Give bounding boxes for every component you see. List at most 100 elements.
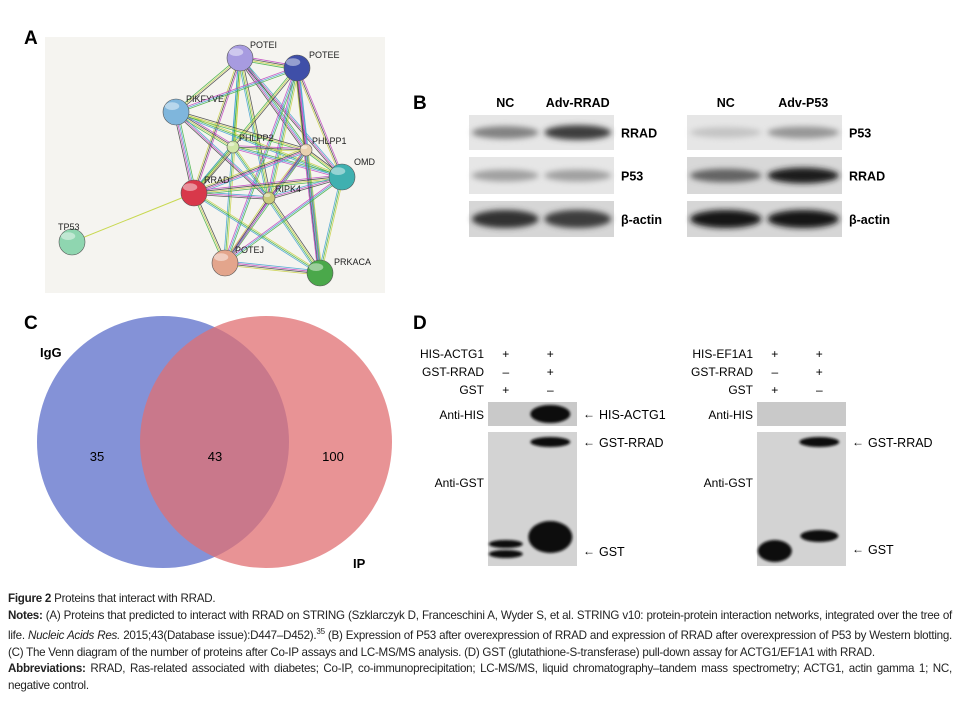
caption-title: Figure 2 Proteins that interact with RRA… bbox=[8, 591, 952, 608]
network-edge bbox=[176, 58, 242, 114]
blot-band bbox=[767, 126, 839, 139]
blot-band bbox=[544, 210, 612, 228]
network-edge bbox=[295, 68, 306, 151]
network-edge bbox=[239, 57, 343, 178]
network-edge bbox=[193, 193, 320, 275]
blot-band bbox=[767, 210, 839, 228]
network-node-label: RRAD bbox=[204, 175, 230, 185]
network-edge bbox=[173, 112, 193, 194]
network-edge bbox=[306, 149, 322, 273]
network-edge bbox=[231, 147, 269, 200]
venn-label-igg: IgG bbox=[40, 345, 62, 360]
pulldown-right: HIS-EF1A1++GST-RRAD–+GST+–Anti-HISAnti-G… bbox=[691, 347, 933, 566]
network-edge bbox=[239, 58, 306, 151]
venn-count-igg-only: 35 bbox=[90, 449, 104, 464]
network-node-pikfyve bbox=[162, 98, 190, 126]
network-edge bbox=[225, 260, 321, 272]
node-highlight bbox=[300, 145, 308, 150]
caption-abbreviations: Abbreviations: RRAD, Ras-related associa… bbox=[8, 661, 952, 694]
caption-notes: Notes: (A) Proteins that predicted to in… bbox=[8, 608, 952, 662]
network-edge bbox=[319, 176, 343, 274]
pulldown-band bbox=[530, 405, 571, 423]
network-edge bbox=[193, 192, 321, 274]
network-node-prkaca bbox=[306, 259, 334, 287]
node-highlight bbox=[228, 48, 244, 57]
network-edge bbox=[176, 110, 271, 198]
network-edge bbox=[304, 150, 320, 274]
node-highlight bbox=[330, 167, 346, 176]
band-arrow: ← bbox=[852, 435, 864, 449]
network-edge bbox=[225, 177, 344, 265]
network-edge bbox=[296, 67, 343, 178]
anti-his-blot bbox=[757, 402, 846, 426]
condition-label: GST-RRAD bbox=[691, 365, 753, 379]
network-edge bbox=[307, 149, 323, 273]
network-edge bbox=[224, 149, 307, 264]
network-node-label: POTEI bbox=[250, 40, 277, 50]
network-edge bbox=[225, 58, 242, 264]
network-node-omd bbox=[328, 163, 356, 191]
pulldown-band bbox=[530, 437, 571, 447]
network-edge bbox=[267, 67, 297, 198]
blot-row-label: RRAD bbox=[849, 170, 885, 184]
network-edge bbox=[175, 111, 343, 178]
blot-band bbox=[471, 126, 539, 139]
network-edge bbox=[295, 68, 320, 274]
network-edge bbox=[194, 151, 307, 196]
pulldown-left: HIS-ACTG1++GST-RRAD–+GST+–Anti-HISAnti-G… bbox=[420, 347, 666, 566]
network-edge bbox=[241, 57, 272, 198]
venn-count-overlap: 43 bbox=[208, 449, 222, 464]
network-edge bbox=[297, 67, 344, 177]
network-edge bbox=[175, 111, 270, 199]
blot-row-label: P53 bbox=[849, 127, 871, 141]
condition-value: – bbox=[816, 383, 823, 397]
blot-band bbox=[544, 169, 612, 182]
network-edge bbox=[175, 66, 297, 112]
condition-value: + bbox=[816, 365, 823, 379]
network-edge bbox=[174, 112, 194, 194]
network-node-label: TP53 bbox=[58, 222, 80, 232]
network-edge bbox=[240, 57, 307, 150]
venn-circle-ip bbox=[140, 316, 392, 568]
panel-label-b: B bbox=[413, 93, 427, 114]
network-edge bbox=[297, 67, 322, 273]
blot-row-label: P53 bbox=[621, 170, 643, 184]
band-label: GST-RRAD bbox=[868, 436, 933, 450]
network-edge bbox=[176, 110, 307, 150]
network-node-rrad bbox=[180, 179, 208, 207]
network-edge bbox=[233, 145, 343, 177]
reference-number: 35 bbox=[316, 627, 325, 637]
blot-band bbox=[471, 210, 539, 228]
notes-label: Notes: bbox=[8, 608, 43, 622]
lane-label: NC bbox=[717, 96, 735, 110]
abbreviations-label: Abbreviations: bbox=[8, 662, 86, 676]
panel-label-d: D bbox=[413, 313, 427, 334]
condition-label: HIS-EF1A1 bbox=[692, 347, 753, 361]
band-arrow: ← bbox=[583, 435, 595, 449]
notes-text-3: (B) Expression of P53 after overexpressi… bbox=[8, 629, 953, 659]
network-edge bbox=[232, 146, 270, 199]
venn-diagram: IgG IP 35 43 100 bbox=[37, 316, 392, 571]
network-edge bbox=[194, 177, 343, 195]
network-edge bbox=[298, 67, 309, 150]
blot-row-label: β-actin bbox=[621, 213, 662, 227]
network-node-label: PHLPP1 bbox=[312, 136, 347, 146]
panel-label-a: A bbox=[24, 28, 38, 49]
antibody-label: Anti-GST bbox=[704, 476, 754, 490]
network-edge bbox=[224, 176, 343, 264]
venn-count-ip-only: 100 bbox=[322, 449, 344, 464]
band-arrow: ← bbox=[583, 544, 595, 558]
network-edge bbox=[266, 198, 319, 275]
network-edge bbox=[232, 146, 307, 151]
network-node-ripk4 bbox=[262, 191, 276, 205]
network-edge bbox=[232, 146, 343, 178]
network-edge bbox=[176, 111, 196, 193]
network-node-phlpp1 bbox=[299, 143, 313, 157]
band-label: GST bbox=[868, 543, 894, 557]
condition-label: GST-RRAD bbox=[422, 365, 484, 379]
figure-label: Figure 2 bbox=[8, 592, 52, 605]
network-edge bbox=[224, 67, 298, 264]
network-edge bbox=[318, 176, 342, 273]
